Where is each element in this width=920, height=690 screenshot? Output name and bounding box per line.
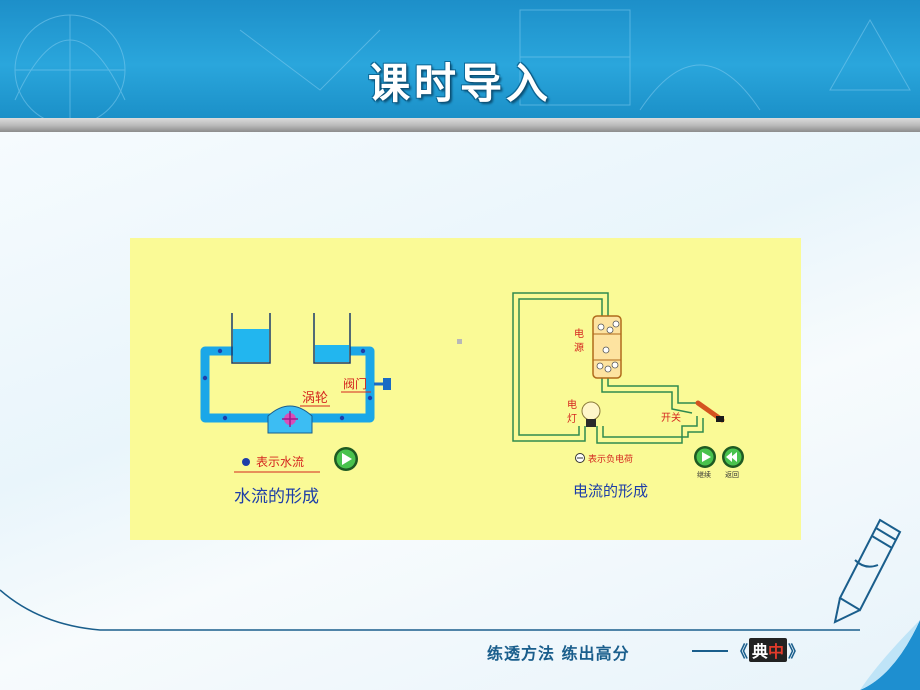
left-tank <box>231 313 271 364</box>
charge-legend-label: 表示负电荷 <box>588 453 633 465</box>
footer-slogan: 练透方法 练出高分 <box>487 644 630 663</box>
footer-decorative-line <box>0 589 860 631</box>
valve-icon <box>383 378 391 390</box>
brand-logo: 典中 <box>749 638 788 662</box>
page-title: 课时导入 <box>367 59 552 108</box>
analogy-figure: 涡轮 阀门 表示水流 水流的形成 <box>130 238 801 540</box>
electric-current-diagram: 电 源 电 灯 开关 表示负电荷 继续 <box>512 292 744 500</box>
center-marker <box>457 339 462 344</box>
continue-label: 继续 <box>697 470 711 479</box>
turbine-label: 涡轮 <box>302 391 328 406</box>
circuit-wires <box>512 292 704 444</box>
water-flow-diagram: 涡轮 阀门 表示水流 水流的形成 <box>200 313 391 507</box>
play-icon <box>702 452 711 462</box>
header-divider <box>0 118 920 132</box>
water-play-button[interactable] <box>334 447 358 471</box>
source-label-2: 源 <box>574 341 584 354</box>
brand-char-2: 中 <box>768 642 785 661</box>
play-icon <box>342 453 352 465</box>
source-label-1: 电 <box>574 327 584 340</box>
rewind-icon <box>726 452 737 462</box>
brand-open-bracket: 《 <box>732 642 749 661</box>
lamp-label-2: 灯 <box>567 413 577 425</box>
continue-button[interactable]: 继续 <box>694 446 716 479</box>
back-button[interactable]: 返回 <box>722 446 744 479</box>
brand-close-bracket: 》 <box>788 642 805 661</box>
valve-label: 阀门 <box>343 376 367 391</box>
footer-dash <box>692 650 728 652</box>
lamp-label-1: 电 <box>567 398 577 411</box>
pencil-icon <box>833 518 902 624</box>
water-pipe <box>200 346 375 423</box>
water-flow-caption: 水流的形成 <box>234 487 319 507</box>
brand-char-1: 典 <box>752 642 769 661</box>
right-tank <box>313 313 351 364</box>
footer-brand: 《典中》 <box>732 638 804 662</box>
switch-icon <box>695 400 725 423</box>
switch-label: 开关 <box>661 411 681 424</box>
water-legend-dot <box>242 458 250 466</box>
math-pattern-background <box>14 9 911 118</box>
water-legend-label: 表示水流 <box>256 455 304 469</box>
back-label: 返回 <box>725 471 739 479</box>
header-bar: 课时导入 <box>0 0 920 118</box>
right-tank-water <box>315 345 349 362</box>
left-tank-water <box>233 329 269 362</box>
electric-current-caption: 电流的形成 <box>573 482 648 500</box>
figure-canvas: 涡轮 阀门 表示水流 水流的形成 <box>200 292 744 507</box>
page-curl-corner <box>860 620 920 690</box>
lamp-icon <box>581 401 601 427</box>
